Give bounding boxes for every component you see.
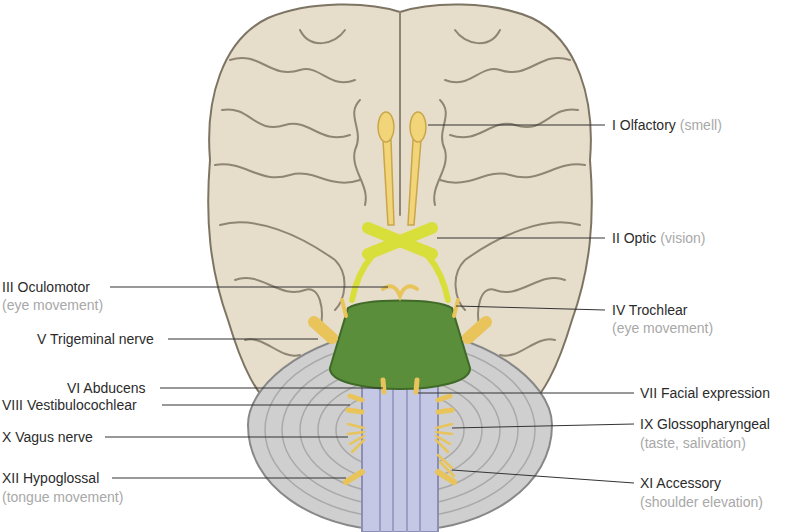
nerve-label: V Trigeminal nerve bbox=[37, 330, 154, 348]
nerve-label: IX Glossopharyngeal bbox=[640, 415, 770, 433]
function-note: (shoulder elevation) bbox=[640, 493, 763, 511]
function-note: (tongue movement) bbox=[2, 488, 123, 506]
nerve-label: VI Abducens bbox=[67, 379, 146, 397]
medulla-lines bbox=[380, 385, 420, 532]
nerve-label: II Optic bbox=[612, 229, 656, 247]
olfactory-nerves bbox=[378, 112, 426, 225]
function-note: (eye movement) bbox=[2, 296, 103, 314]
medulla bbox=[362, 380, 438, 532]
optic-chiasm bbox=[352, 228, 448, 300]
pons bbox=[330, 301, 470, 390]
cerebrum bbox=[208, 4, 592, 425]
leader-lines bbox=[105, 125, 634, 483]
nerve-label: XII Hypoglossal bbox=[2, 469, 99, 487]
cranial-nerves bbox=[314, 286, 486, 482]
nerve-label: X Vagus nerve bbox=[2, 428, 93, 446]
nerve-label: VIII Vestibulocochlear bbox=[2, 396, 137, 414]
nerve-label: XI Accessory bbox=[640, 474, 721, 492]
nerve-label: III Oculomotor bbox=[2, 278, 90, 296]
nerve-label: IV Trochlear bbox=[612, 301, 687, 319]
nerve-label: I Olfactory bbox=[612, 116, 676, 134]
function-note: (vision) bbox=[660, 229, 705, 247]
function-note: (smell) bbox=[680, 116, 722, 134]
nerve-label: VII Facial expression bbox=[640, 384, 770, 402]
function-note: (eye movement) bbox=[612, 319, 713, 337]
function-note: (taste, salivation) bbox=[640, 434, 746, 452]
